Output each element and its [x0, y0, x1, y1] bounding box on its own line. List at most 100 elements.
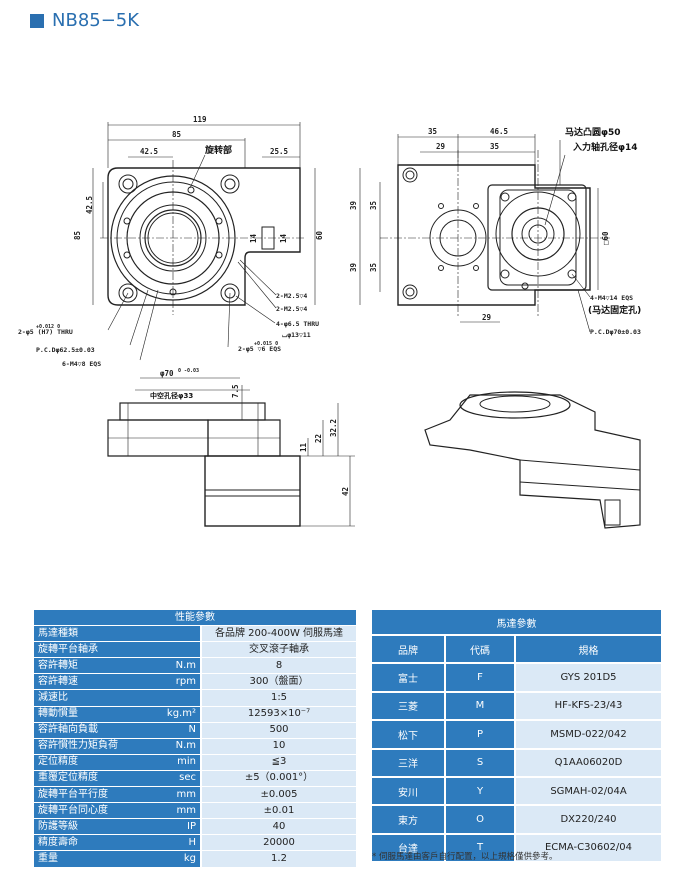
dim-7-5: 7.5: [231, 384, 240, 398]
dim-35-b: 35: [490, 142, 499, 151]
dim-phi-70-tol: 0 -0.03: [178, 368, 199, 374]
performance-unit: [152, 641, 201, 659]
performance-value: 20000: [200, 834, 356, 852]
dim-29-b: 29: [482, 313, 492, 322]
performance-label: 精度壽命: [34, 834, 152, 852]
performance-label: 減速比: [34, 689, 152, 707]
performance-label: 旋轉平台軸承: [34, 641, 152, 659]
performance-unit: mm: [152, 786, 201, 804]
motor-code: M: [444, 691, 515, 722]
dim-85-vertical: 85: [73, 231, 82, 240]
note-2-phi-5-h7: 2-φ5 (H7) THRU: [18, 328, 73, 336]
column-brand: 品牌: [372, 635, 445, 665]
performance-label: 定位精度: [34, 754, 152, 771]
performance-unit: [152, 689, 201, 707]
performance-unit: rpm: [152, 673, 201, 691]
note-4-m4-eqs: 4-M4▽14 EQS: [590, 294, 633, 302]
performance-value: 1.2: [200, 850, 356, 868]
performance-label: 重量: [34, 850, 152, 868]
dim-square-60: □60: [601, 231, 610, 245]
note-pcd-70: P.C.Dφ70±0.03: [590, 328, 641, 336]
dim-35-a: 35: [428, 127, 437, 136]
performance-label: 馬達種類: [34, 625, 152, 643]
motor-brand: 三菱: [372, 691, 445, 722]
label-motor-boss: 马达凸圆φ50: [565, 126, 621, 138]
performance-row: 旋轉平台軸承 交叉滾子軸承: [34, 641, 356, 659]
motor-brand: 東方: [372, 805, 445, 835]
motor-spec: DX220/240: [514, 805, 661, 835]
performance-label: 容許軸向負載: [34, 722, 152, 739]
title-marker: [30, 13, 44, 28]
performance-unit: IP: [152, 818, 201, 836]
page-title: NB85−5K: [30, 10, 139, 31]
dim-35-c: 35: [369, 201, 378, 210]
dim-60-vertical: 60: [315, 230, 324, 240]
performance-label: 防護等級: [34, 818, 152, 836]
footnote: * 伺服馬達由客戶自行配置，以上規格僅供參考。: [372, 852, 558, 862]
performance-unit: N.m: [152, 657, 201, 675]
dim-39-a: 39: [349, 200, 358, 210]
motor-spec: Q1AA06020D: [514, 748, 661, 778]
performance-row: 馬達種類 各品牌 200-400W 伺服馬達: [34, 625, 356, 643]
performance-label: 旋轉平台同心度: [34, 802, 152, 820]
motor-code: P: [444, 720, 515, 750]
motor-brand: 富士: [372, 663, 445, 693]
performance-value: 40: [200, 818, 356, 836]
performance-value: ±0.005: [200, 786, 356, 804]
performance-value: 500: [200, 722, 356, 739]
performance-label: 容許慣性力矩負荷: [34, 738, 152, 755]
performance-table: 性能參數 馬達種類各品牌 200-400W 伺服馬達旋轉平台軸承交叉滾子軸承容許…: [34, 610, 356, 868]
column-code: 代碼: [444, 635, 515, 665]
performance-value: 12593×10⁻⁷: [200, 706, 356, 723]
dim-32-2: 32.2: [329, 419, 338, 437]
label-hollow-bore: 中空孔径φ33: [150, 391, 193, 400]
performance-label: 容許轉矩: [34, 657, 152, 675]
performance-unit: min: [152, 754, 201, 771]
performance-value: ±0.01: [200, 802, 356, 820]
note-m2-5-b: 2-M2.5▽4: [276, 305, 307, 313]
performance-value: ≦3: [200, 754, 356, 771]
note-2-phi-5-h7-tol: +0.012 0: [36, 324, 60, 330]
label-motor-fix-hole: (马达固定孔): [588, 304, 641, 316]
performance-unit: kg.m²: [152, 706, 201, 723]
performance-value: 交叉滾子軸承: [200, 641, 356, 659]
note-6-m4: 6-M4▽8 EQS: [62, 360, 101, 368]
column-spec: 規格: [514, 635, 661, 665]
performance-label: 重覆定位精度: [34, 770, 152, 788]
dim-119: 119: [193, 115, 207, 124]
performance-value: 各品牌 200-400W 伺服馬達: [200, 625, 356, 643]
performance-value: 10: [200, 738, 356, 755]
performance-label: 容許轉速: [34, 673, 152, 691]
note-pcd-62-5: P.C.Dφ62.5±0.03: [36, 346, 95, 354]
performance-unit: H: [152, 834, 201, 852]
performance-unit: N.m: [152, 738, 201, 755]
motor-brand: 三洋: [372, 748, 445, 778]
dim-25-5: 25.5: [270, 147, 288, 156]
dim-14-a: 14: [249, 233, 258, 243]
performance-label: 轉動慣量: [34, 706, 152, 723]
dim-85: 85: [172, 130, 181, 139]
dim-46-5: 46.5: [490, 127, 508, 136]
performance-value: ±5（0.001°）: [200, 770, 356, 788]
motor-spec: HF-KFS-23/43: [514, 691, 661, 722]
motor-code: S: [444, 748, 515, 778]
motor-brand: 松下: [372, 720, 445, 750]
label-input-shaft: 入力轴孔径φ14: [572, 141, 638, 153]
note-4-phi-6-5: 4-φ6.5 THRU: [276, 320, 319, 328]
